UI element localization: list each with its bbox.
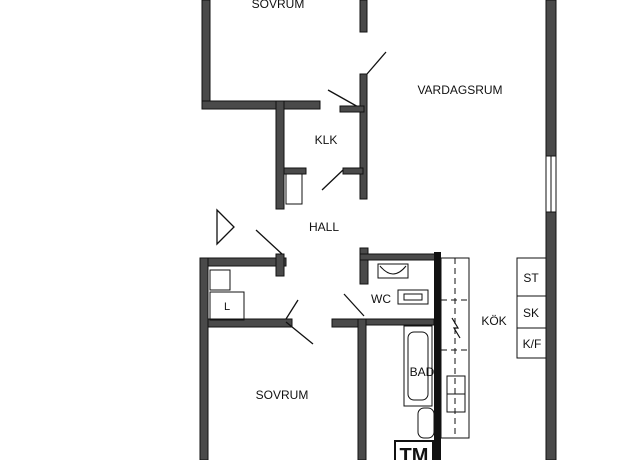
room-label-wc: WC	[371, 292, 391, 306]
stove-label: ST	[523, 271, 539, 285]
washer-label: TM	[400, 445, 429, 460]
wall-closet-right	[359, 73, 368, 200]
kitchen-vent-icon	[451, 317, 461, 339]
wall-bedroom-living	[359, 0, 368, 33]
room-label-closet: KLK	[315, 133, 338, 147]
wc-toilet-seat-icon	[403, 293, 423, 301]
bathtub-icon	[403, 325, 433, 407]
doors	[255, 51, 387, 345]
door-bedroom-bottom-icon	[285, 299, 299, 320]
wall-bedroom-wc	[357, 318, 367, 460]
door-wc-icon	[343, 293, 365, 317]
room-label-bath: BAD	[410, 365, 435, 379]
fridge-box-icon	[516, 327, 547, 359]
room-label-bedroom-top: SOVRUM	[252, 0, 305, 11]
door-living-icon	[321, 169, 344, 191]
walls	[199, 0, 557, 460]
wall-bedroom-top-bottom	[201, 100, 287, 110]
wall-exterior-right	[545, 0, 557, 460]
bath-sink-icon	[417, 407, 435, 439]
fridge-label: K/F	[523, 337, 542, 351]
storage-shelf-icon	[209, 269, 231, 291]
kitchen-counter	[440, 257, 470, 439]
door-bedroom-bottom-swing-icon	[285, 321, 314, 345]
wall-bedroom-bottom-left	[199, 257, 209, 460]
washer-box-icon	[394, 440, 434, 460]
cabinet-label: SK	[523, 306, 539, 320]
door-entry-icon	[255, 229, 283, 255]
wc-toilet-tank-icon	[397, 289, 429, 305]
wc-sink-icon	[377, 263, 409, 279]
wall-wc-left	[359, 247, 369, 285]
wall-kitchen-divider	[434, 252, 441, 460]
room-label-kitchen: KÖK	[481, 314, 506, 328]
wall-wc-top	[359, 253, 439, 261]
room-label-bedroom-bottom: SOVRUM	[256, 388, 309, 402]
room-label-storage: L	[224, 301, 230, 313]
room-label-living-room: VARDAGSRUM	[417, 83, 502, 97]
door-stub-closet	[339, 105, 365, 113]
wall-closet-stub	[283, 167, 307, 175]
closet-shelf-icon	[285, 173, 303, 205]
door-bedroom-top-icon	[366, 51, 387, 75]
appliances: ST SK K/F	[516, 257, 547, 359]
bathtub-inner-icon	[407, 331, 429, 401]
wall-bedroom-top-left	[201, 0, 211, 109]
wall-bedroom-closet	[283, 100, 321, 110]
wall-wc-bath	[365, 318, 435, 326]
door-stub-entry	[275, 253, 285, 277]
room-label-hall: HALL	[309, 220, 339, 234]
wall-closet-left	[275, 100, 285, 210]
wall-bedroom-bottom-hall	[207, 318, 293, 328]
storage-box-icon	[209, 291, 245, 321]
entry-arrow-icon	[216, 208, 235, 246]
wall-bedroom-bottom-top	[199, 257, 287, 267]
wall-closet-stub-2	[342, 167, 364, 175]
door-closet-icon	[327, 89, 361, 109]
